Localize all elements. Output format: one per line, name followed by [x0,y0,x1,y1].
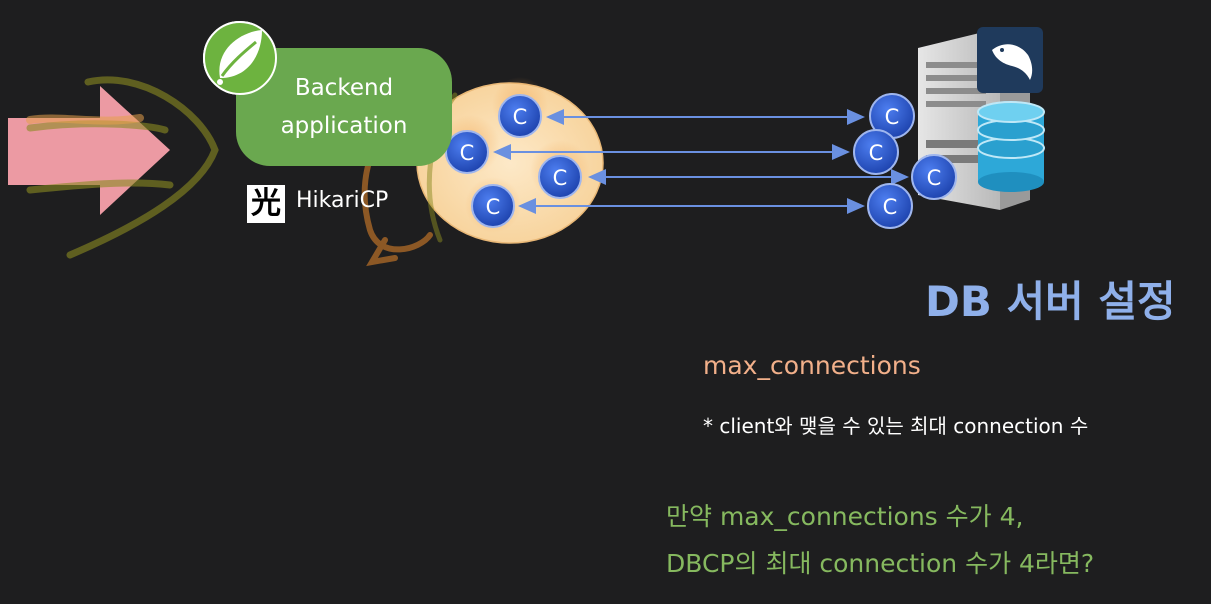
hikari-logo-icon: 光 [247,185,285,223]
db-section-title: DB 서버 설정 [925,277,1176,326]
connection-label: C [885,105,900,129]
pool-connection-2: C [445,130,489,174]
db-connection-4: C [867,183,913,229]
spring-leaf-overlay [203,21,277,95]
connection-label: C [927,166,942,190]
setting-description: * client와 맺을 수 있는 최대 connection 수 [703,414,1089,438]
pool-connection-3: C [538,155,582,199]
db-connection-3: C [911,154,957,200]
setting-name: max_connections [703,351,921,380]
db-connection-2: C [853,129,899,175]
connection-label: C [869,141,884,165]
connection-label: C [460,141,475,165]
question-line2: DBCP의 최대 connection 수가 4라면? [666,549,1095,578]
connection-label: C [883,195,898,219]
pool-connection-1: C [498,94,542,138]
db-connection-1: C [869,93,915,139]
database-cylinder-icon [977,101,1045,192]
pool-connection-4: C [471,184,515,228]
connection-label: C [553,166,568,190]
backend-label-line1: Backend [294,75,394,101]
connection-label: C [486,195,501,219]
question-line1: 만약 max_connections 수가 4, [666,502,1024,531]
scribble-mark-orange [26,114,144,125]
connection-label: C [513,105,528,129]
mysql-dolphin-icon [977,27,1043,93]
hikaricp-label: HikariCP [296,188,389,213]
backend-label-line2: application [280,113,408,139]
